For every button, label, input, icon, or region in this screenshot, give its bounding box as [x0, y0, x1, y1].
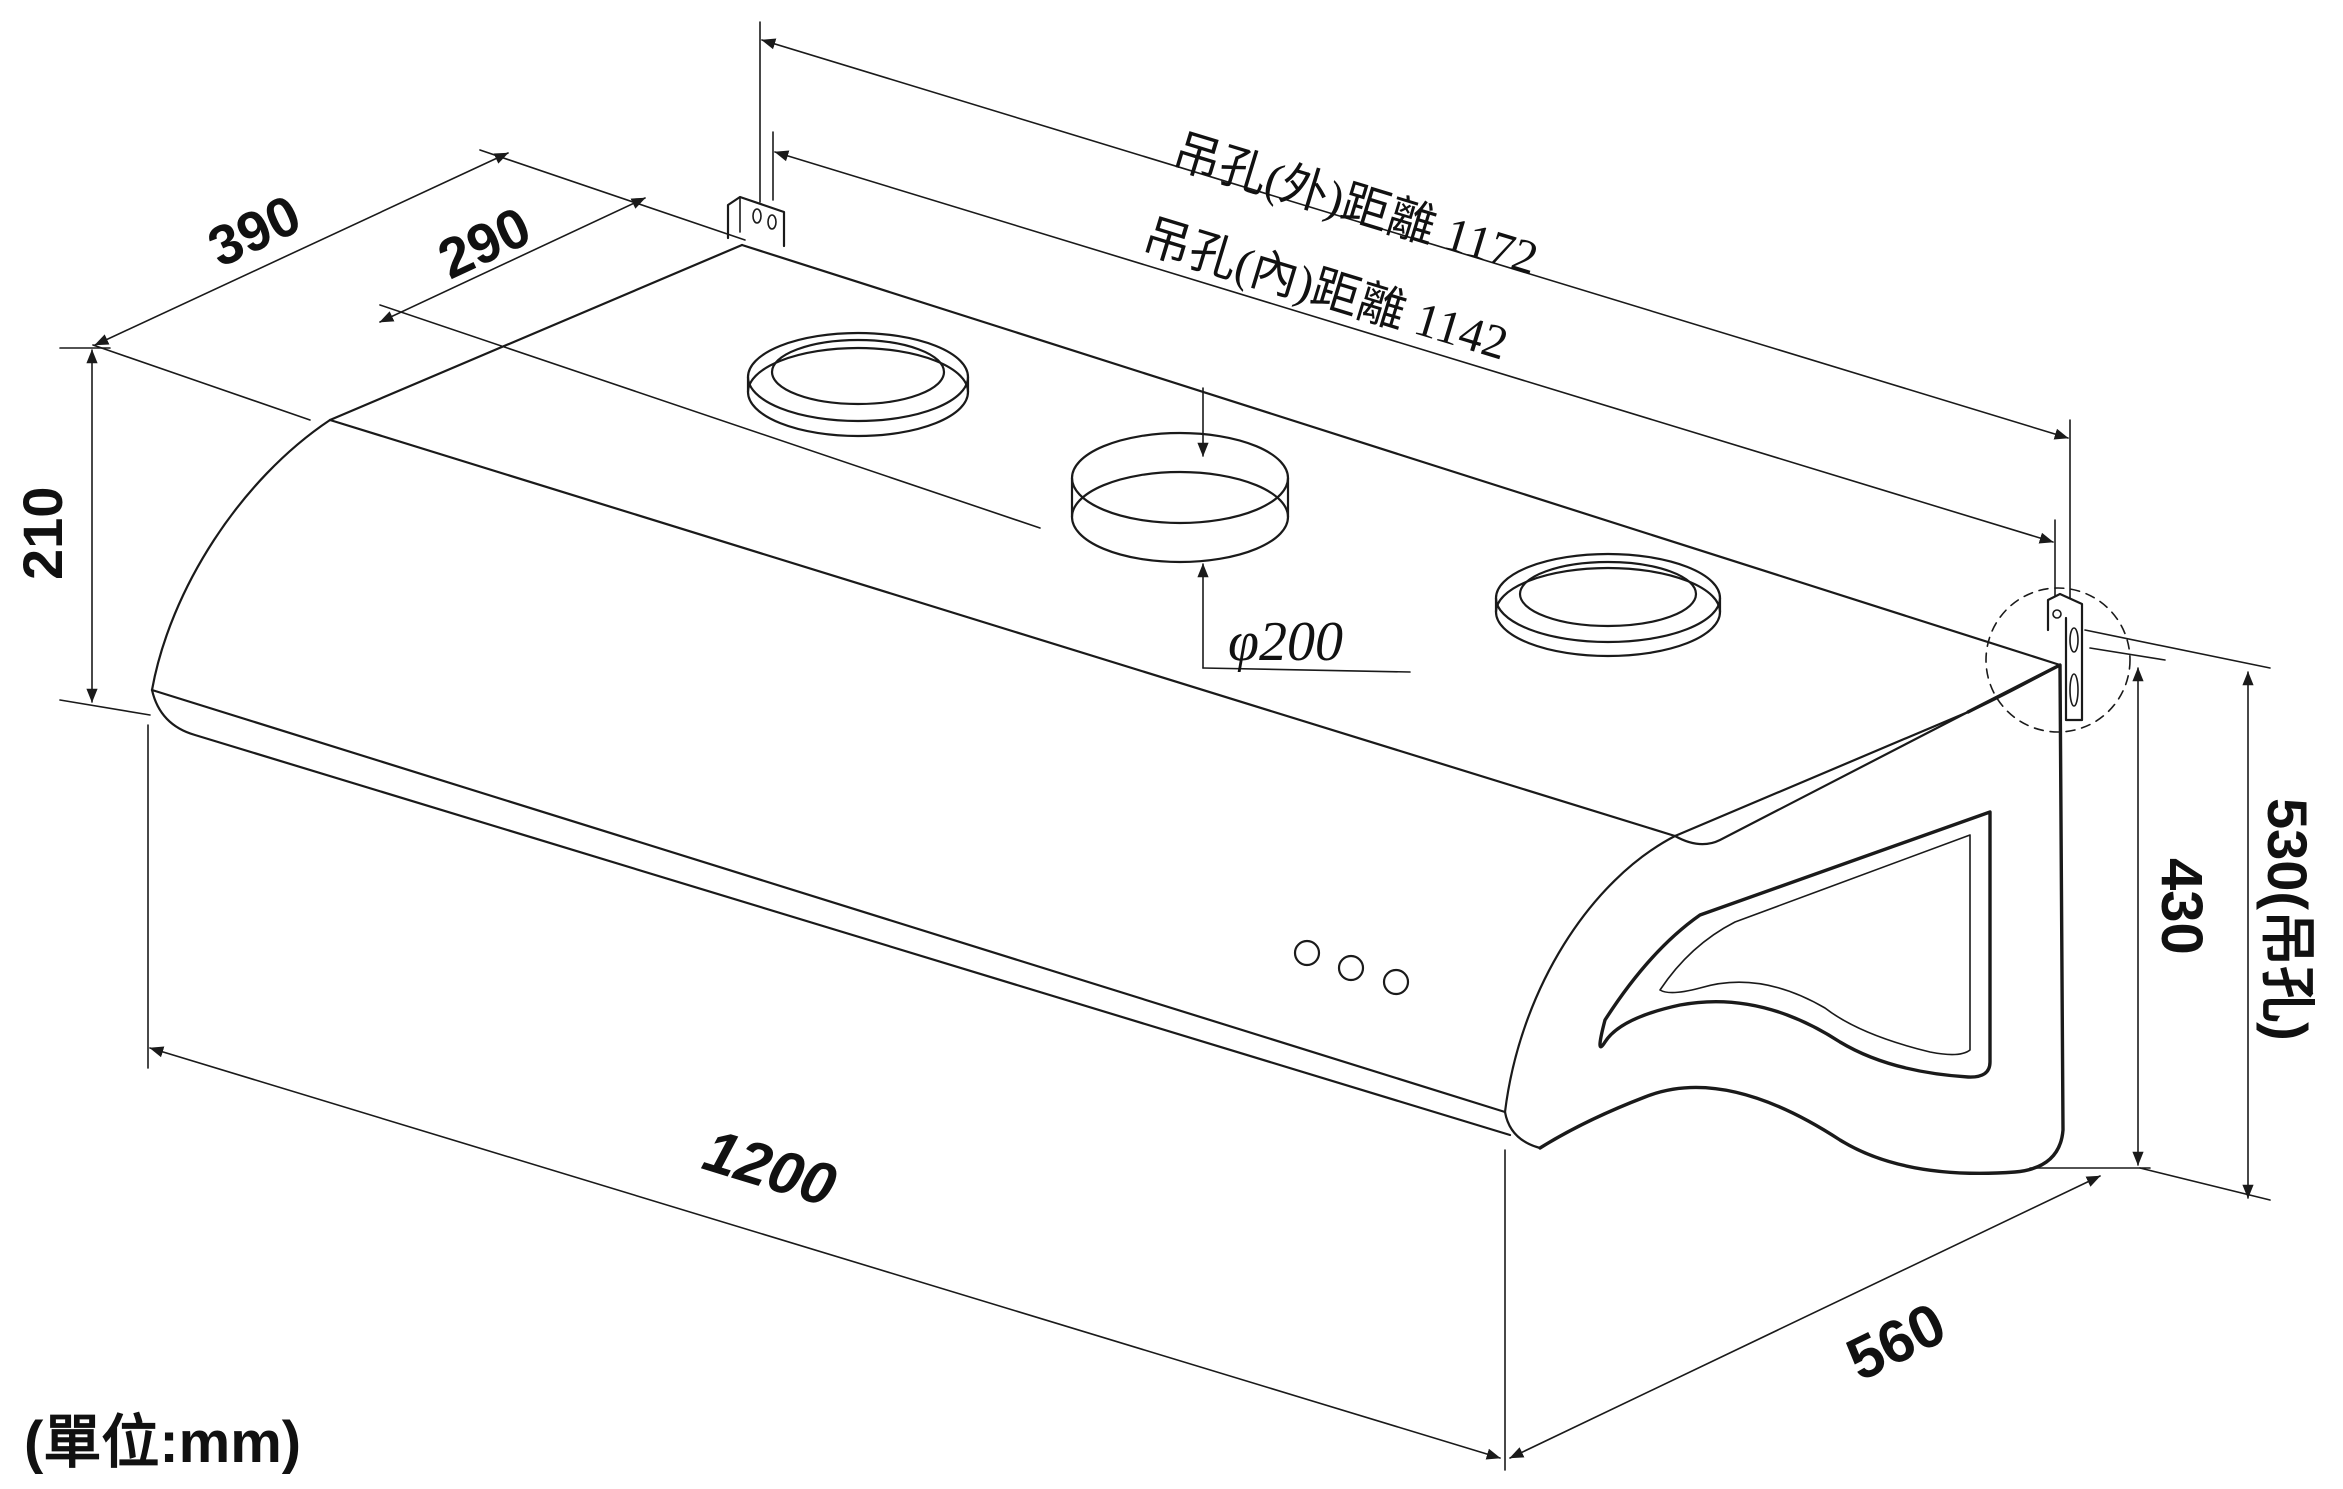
label-duct-diameter: φ200 [1228, 611, 1343, 673]
dimension-lines [59, 21, 2271, 1471]
label-height-530: 530(吊孔) [2256, 798, 2319, 1041]
label-width-1200: 1200 [696, 1116, 843, 1219]
side-panel-outline [1538, 663, 2065, 1176]
exhaust-collar-center [1070, 431, 1290, 564]
label-height-430: 430 [2149, 858, 2214, 955]
side-panel-top [1673, 710, 1970, 846]
front-lip-top [150, 688, 1507, 1114]
side-panel-window-outer [1598, 810, 1992, 1079]
dim-inner-1142 [774, 150, 2054, 544]
detail-circle [1985, 587, 2131, 733]
left-curve [150, 418, 332, 692]
side-panel-window-inner [1659, 834, 1971, 1056]
top-front-edge [328, 418, 1677, 838]
front-lip-bottom [150, 688, 1512, 1137]
label-depth-290: 290 [428, 194, 539, 291]
hanging-bracket-right [1985, 587, 2131, 733]
control-button-1 [1293, 939, 1321, 967]
front-corner [1503, 1110, 1542, 1150]
exhaust-collar-left [746, 331, 970, 438]
dim-560 [1509, 1175, 2101, 1459]
dim-390 [94, 152, 509, 346]
front-curve-face [1503, 834, 1677, 1114]
label-unit: (單位:mm) [24, 1410, 301, 1475]
hood-body [150, 243, 2065, 1176]
dim-1200 [149, 1046, 1501, 1460]
label-depth-560: 560 [1836, 1290, 1955, 1394]
hanging-bracket-left [726, 195, 786, 248]
control-button-2 [1337, 954, 1365, 982]
dim-290 [379, 197, 646, 323]
label-depth-390: 390 [198, 182, 309, 279]
top-right-edge [1673, 663, 2062, 838]
label-height-210: 210 [11, 487, 74, 580]
top-left-edge [328, 243, 744, 422]
exhaust-collar-right [1494, 552, 1722, 658]
control-button-3 [1382, 968, 1410, 996]
